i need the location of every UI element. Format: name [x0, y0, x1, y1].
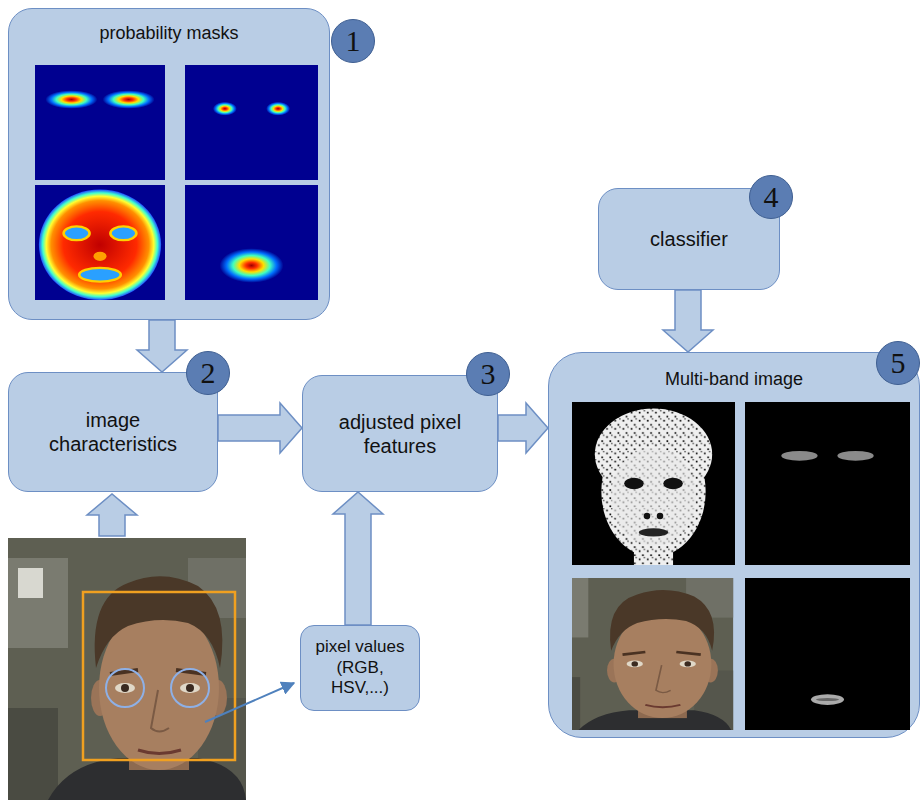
skin-band-part: [595, 409, 712, 500]
skin-band-part: [657, 513, 664, 520]
block-arrow: [663, 290, 713, 352]
skin-band-part: [663, 478, 683, 489]
face-mask: [35, 185, 165, 300]
process-box: adjusted pixel features3: [302, 375, 498, 492]
eye-mask-part: [266, 102, 290, 116]
color-band: [539, 565, 733, 738]
mouth-band-part: [816, 698, 839, 701]
skin-band: [572, 402, 735, 565]
block-arrow: [87, 494, 137, 536]
callout-number: 2: [186, 351, 230, 395]
skin-band-part: [644, 513, 651, 520]
eyebrow-band-part: [745, 402, 910, 565]
input-photo-part: [171, 669, 209, 707]
input-photo-part: [83, 592, 235, 760]
face-mask-part: [110, 226, 136, 240]
input-box: pixel values (RGB, HSV,...): [300, 625, 420, 711]
box-label: probability masks: [99, 23, 238, 45]
mouth-band: [745, 578, 910, 730]
eyebrow-mask-part: [45, 90, 97, 108]
callout-number: 1: [331, 19, 375, 63]
skin-band-part: [624, 478, 644, 489]
eyebrow-band: [745, 402, 910, 565]
eye-mask-part: [185, 65, 318, 180]
skin-band-part: [611, 448, 696, 546]
face-mask-part: [39, 190, 161, 300]
callout-number: 4: [749, 175, 793, 219]
block-arrow: [498, 403, 548, 453]
mouth-mask-part: [220, 248, 284, 283]
block-arrow: [218, 403, 302, 453]
face-mask-part: [64, 226, 90, 240]
mouth-mask-part: [185, 185, 318, 300]
eye-mask: [185, 65, 318, 180]
box-label: adjusted pixel features: [318, 410, 483, 458]
skin-band-part: [601, 426, 705, 556]
input-photo-part: [8, 538, 246, 800]
eyebrow-band-part: [837, 451, 873, 461]
box-label: classifier: [650, 227, 728, 251]
mouth-band-part: [745, 578, 910, 730]
input-photo-part: [106, 669, 144, 707]
process-box: image characteristics2: [8, 372, 218, 492]
eyebrow-mask: [35, 65, 165, 180]
process-box: classifier4: [598, 188, 780, 290]
box-label: Multi-band image: [665, 369, 803, 391]
skin-band-part: [634, 541, 673, 565]
mask-panel: probability masks1: [8, 8, 330, 320]
output-panel: Multi-band image5: [548, 352, 920, 738]
skin-band-part: [639, 528, 668, 536]
mouth-mask: [185, 185, 318, 300]
face-mask-part: [79, 268, 121, 282]
color-band-part: [539, 565, 733, 738]
callout-number: 5: [876, 341, 920, 385]
face-mask-part: [94, 252, 107, 261]
callout-number: 3: [466, 352, 510, 396]
box-label: pixel values (RGB, HSV,...): [311, 637, 409, 698]
block-arrow: [333, 492, 383, 625]
block-arrow: [137, 320, 187, 372]
eye-mask-part: [213, 102, 237, 116]
input-photo: [8, 538, 246, 800]
eyebrow-mask-part: [35, 65, 165, 180]
pixel-pointer: [205, 683, 294, 722]
face-mask-part: [35, 185, 165, 300]
skin-band-part: [572, 402, 735, 565]
box-label: image characteristics: [28, 408, 198, 456]
eyebrow-mask-part: [103, 90, 155, 108]
eyebrow-band-part: [781, 451, 817, 461]
mouth-band-part: [811, 694, 844, 705]
